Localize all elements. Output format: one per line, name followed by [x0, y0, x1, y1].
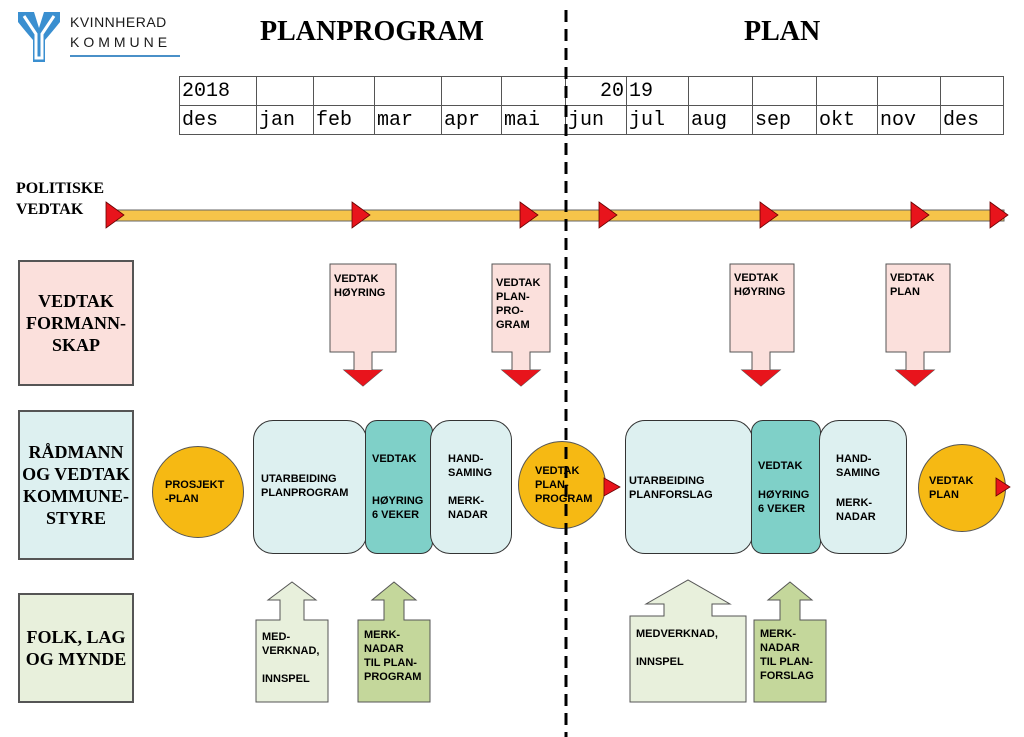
- vedtak-plan-label: VEDTAK PLAN: [929, 475, 974, 501]
- play-arrow-icon: [603, 477, 621, 497]
- formannskap-arrow-box-3: [729, 263, 795, 387]
- decision-marker: [351, 201, 371, 229]
- month-cell: mai: [501, 105, 566, 135]
- decision-marker: [759, 201, 779, 229]
- folk-box-text: MED- VERKNAD, INNSPEL: [262, 631, 320, 685]
- folk-box-text: MERK- NADAR TIL PLAN- FORSLAG: [760, 628, 814, 682]
- stage-label: VEDTAK: [372, 453, 417, 465]
- stage-label: HØYRING 6 VEKER: [372, 495, 424, 521]
- year-cell: [816, 76, 878, 106]
- year-cell: [374, 76, 442, 106]
- month-cell: okt: [816, 105, 878, 135]
- stage-handsaming-1: [430, 420, 512, 554]
- logo-text-top: KVINNHERAD: [70, 14, 167, 30]
- year-cell: [441, 76, 502, 106]
- prosjektplan-label: PROSJEKT -PLAN: [165, 479, 225, 505]
- row-label-politiske-vedtak: POLITISKE VEDTAK: [16, 180, 105, 218]
- year-cell: [313, 76, 375, 106]
- month-cell: des: [179, 105, 257, 135]
- timeline-month-row: des jan feb mar apr mai jun jul aug sep …: [179, 105, 1004, 135]
- year-cell: 2018: [179, 76, 257, 106]
- vedtak-planprogram-label: VEDTAK PLAN- PROGRAM: [535, 465, 593, 505]
- stage-label: MERK- NADAR: [836, 497, 876, 523]
- prosjektplan-circle: PROSJEKT -PLAN: [152, 446, 244, 538]
- phase-title-planprogram: PLANPROGRAM: [260, 16, 484, 47]
- logo-underline: [70, 55, 180, 57]
- row-box-folk: FOLK, LAG OG MYNDE: [18, 593, 134, 703]
- month-cell: sep: [752, 105, 817, 135]
- decision-marker: [989, 201, 1009, 229]
- formannskap-box-text: VEDTAK HØYRING: [734, 272, 786, 298]
- decision-marker: [519, 201, 539, 229]
- stage-label: UTARBEIDING PLANFORSLAG: [629, 475, 713, 501]
- stage-utarbeiding-planforslag: [625, 420, 753, 554]
- politiske-vedtak-timeline: [105, 201, 1009, 229]
- year-cell: 19: [626, 76, 689, 106]
- month-cell: feb: [313, 105, 375, 135]
- vedtak-plan-circle: VEDTAK PLAN: [918, 444, 1006, 532]
- year-cell: [752, 76, 817, 106]
- month-cell: jul: [626, 105, 689, 135]
- stage-label: HAND- SAMING: [836, 453, 880, 479]
- stage-label: HØYRING 6 VEKER: [758, 489, 810, 515]
- play-arrow-icon: [995, 477, 1011, 497]
- row-label-folk: FOLK, LAG OG MYNDE: [25, 627, 127, 669]
- stage-label: MERK- NADAR: [448, 495, 488, 521]
- year-cell: [940, 76, 1004, 106]
- folk-box-text: MEDVERKNAD, INNSPEL: [636, 628, 718, 668]
- row-box-formannskap: VEDTAK FORMANN-SKAP: [18, 260, 134, 386]
- decision-marker: [105, 201, 125, 229]
- stage-handsaming-2: [819, 420, 907, 554]
- phase-title-plan: PLAN: [744, 16, 821, 47]
- stage-label: UTARBEIDING PLANPROGRAM: [261, 473, 349, 499]
- month-cell: apr: [441, 105, 502, 135]
- formannskap-arrow-box-2: [491, 263, 551, 387]
- vedtak-planprogram-circle: VEDTAK PLAN- PROGRAM: [518, 441, 606, 529]
- month-cell: jun: [565, 105, 627, 135]
- month-cell: aug: [688, 105, 753, 135]
- folk-arrow-box-4: [753, 581, 827, 703]
- formannskap-arrow-box-1: [329, 263, 397, 387]
- year-cell: [256, 76, 314, 106]
- folk-arrow-box-2: [357, 581, 431, 703]
- year-cell: [688, 76, 753, 106]
- stage-label: HAND- SAMING: [448, 453, 492, 479]
- month-cell: nov: [877, 105, 941, 135]
- month-cell: des: [940, 105, 1004, 135]
- phase-divider-line: [564, 10, 568, 737]
- formannskap-box-text: VEDTAK PLAN: [890, 272, 935, 298]
- formannskap-box-text: VEDTAK HØYRING: [334, 273, 386, 299]
- year-cell: 20: [565, 76, 627, 106]
- row-label-formannskap: VEDTAK FORMANN-SKAP: [26, 291, 126, 355]
- timeline-table: 2018 20 19 des jan feb mar apr mai jun j…: [179, 76, 1004, 135]
- decision-marker: [910, 201, 930, 229]
- folk-arrow-box-3: [629, 579, 747, 703]
- timeline-bar: [113, 209, 1005, 222]
- row-label-radmann: RÅDMANN OG VEDTAK KOMMUNE-STYRE: [22, 442, 130, 528]
- logo-text-bottom: KOMMUNE: [70, 34, 172, 50]
- month-cell: mar: [374, 105, 442, 135]
- folk-box-text: MERK- NADAR TIL PLAN- PROGRAM: [364, 629, 422, 683]
- stage-vedtak-hoyring-2: [751, 420, 821, 554]
- decision-marker: [598, 201, 618, 229]
- kvinnherad-logo-icon: [18, 12, 60, 62]
- formannskap-arrow-box-4: [885, 263, 951, 387]
- folk-arrow-box-1: [255, 581, 329, 703]
- month-cell: jan: [256, 105, 314, 135]
- stage-utarbeiding-planprogram: [253, 420, 367, 554]
- row-box-radmann: RÅDMANN OG VEDTAK KOMMUNE-STYRE: [18, 410, 134, 560]
- stage-label: VEDTAK: [758, 460, 803, 472]
- formannskap-box-text: VEDTAK PLAN- PRO- GRAM: [496, 277, 541, 331]
- year-cell: [501, 76, 566, 106]
- year-cell: [877, 76, 941, 106]
- stage-vedtak-hoyring-1: [365, 420, 433, 554]
- timeline-year-row: 2018 20 19: [179, 76, 1004, 106]
